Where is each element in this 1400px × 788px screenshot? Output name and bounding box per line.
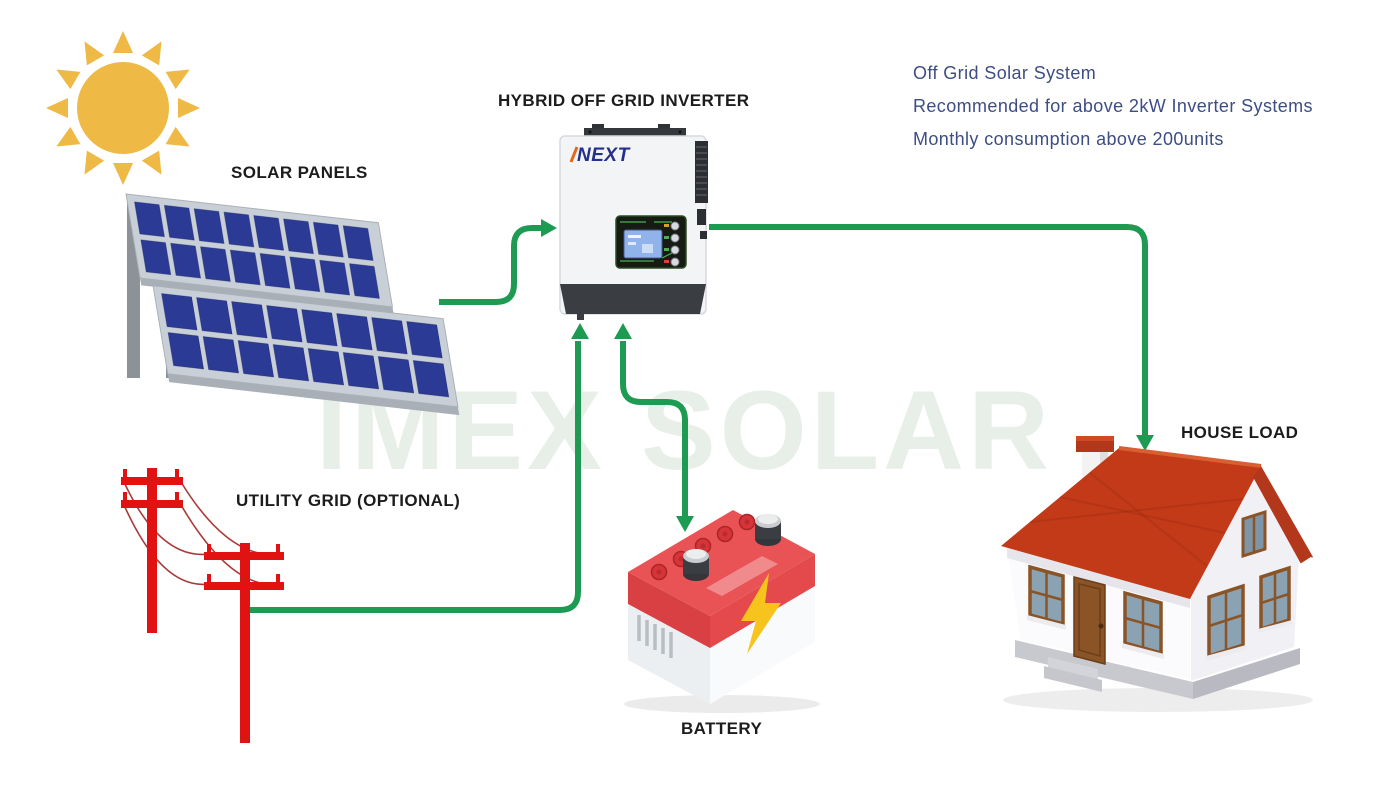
label-battery: BATTERY [681,719,763,738]
house-illustration [1001,436,1313,712]
display-buttons [670,221,680,267]
solar-panel-array [125,193,460,416]
info-panel: Off Grid Solar System Recommended for ab… [913,57,1313,156]
connection-arrowheads [541,219,1154,532]
house-foundation-right [1193,648,1300,699]
arrowhead-into-inverter-left [541,219,557,237]
utility-pole-1 [147,468,157,633]
inverter-base [560,284,706,314]
arrowhead-into-battery [676,516,694,532]
battery-vents [637,615,673,658]
battery-terminal-1 [683,549,709,581]
sun-icon [46,31,200,185]
arrowhead-into-house [1136,435,1154,451]
connection-solar-to-inverter [439,225,543,305]
connection-grid-to-inverter [250,341,581,613]
connections [250,224,1148,613]
inverter-heatsink [695,141,708,203]
arrowhead-battery-into-inverter [614,323,632,339]
house-window-front-right [1122,590,1164,659]
house-window-gable-right [1258,565,1292,633]
inverter-mount-bracket [584,128,686,137]
label-inverter: HYBRID OFF GRID INVERTER [498,91,750,110]
house-window-attic [1241,509,1267,559]
house-steps [1044,657,1102,692]
house-foundation-front [1015,640,1193,699]
house-roof-right-edge [1253,466,1313,564]
house-door [1073,576,1106,665]
inverter-brand-logo: NEXT [577,145,630,166]
inverter-display-panel [615,215,687,269]
lightning-bolt-icon [741,573,781,654]
house-window-gable-left [1206,583,1246,661]
battery-illustration [624,510,820,713]
utility-pole-2 [240,543,250,743]
connection-inverter-to-house [709,224,1148,437]
connection-inverter-battery [620,341,688,518]
battery-terminal-2 [755,514,781,546]
label-utility-grid: UTILITY GRID (OPTIONAL) [236,491,461,510]
info-line-1: Off Grid Solar System [913,63,1097,83]
utility-poles [121,468,284,743]
label-solar-panels: SOLAR PANELS [231,163,368,182]
label-house-load: HOUSE LOAD [1181,423,1299,442]
house-window-front-left [1027,564,1066,630]
info-line-2: Recommended for above 2kW Inverter Syste… [913,96,1313,116]
arrowhead-grid-into-inverter [571,323,589,339]
house-roof-front [1001,448,1261,599]
inverter-illustration [559,124,708,320]
sun-circle [77,62,169,154]
info-line-3: Monthly consumption above 200units [913,129,1224,149]
